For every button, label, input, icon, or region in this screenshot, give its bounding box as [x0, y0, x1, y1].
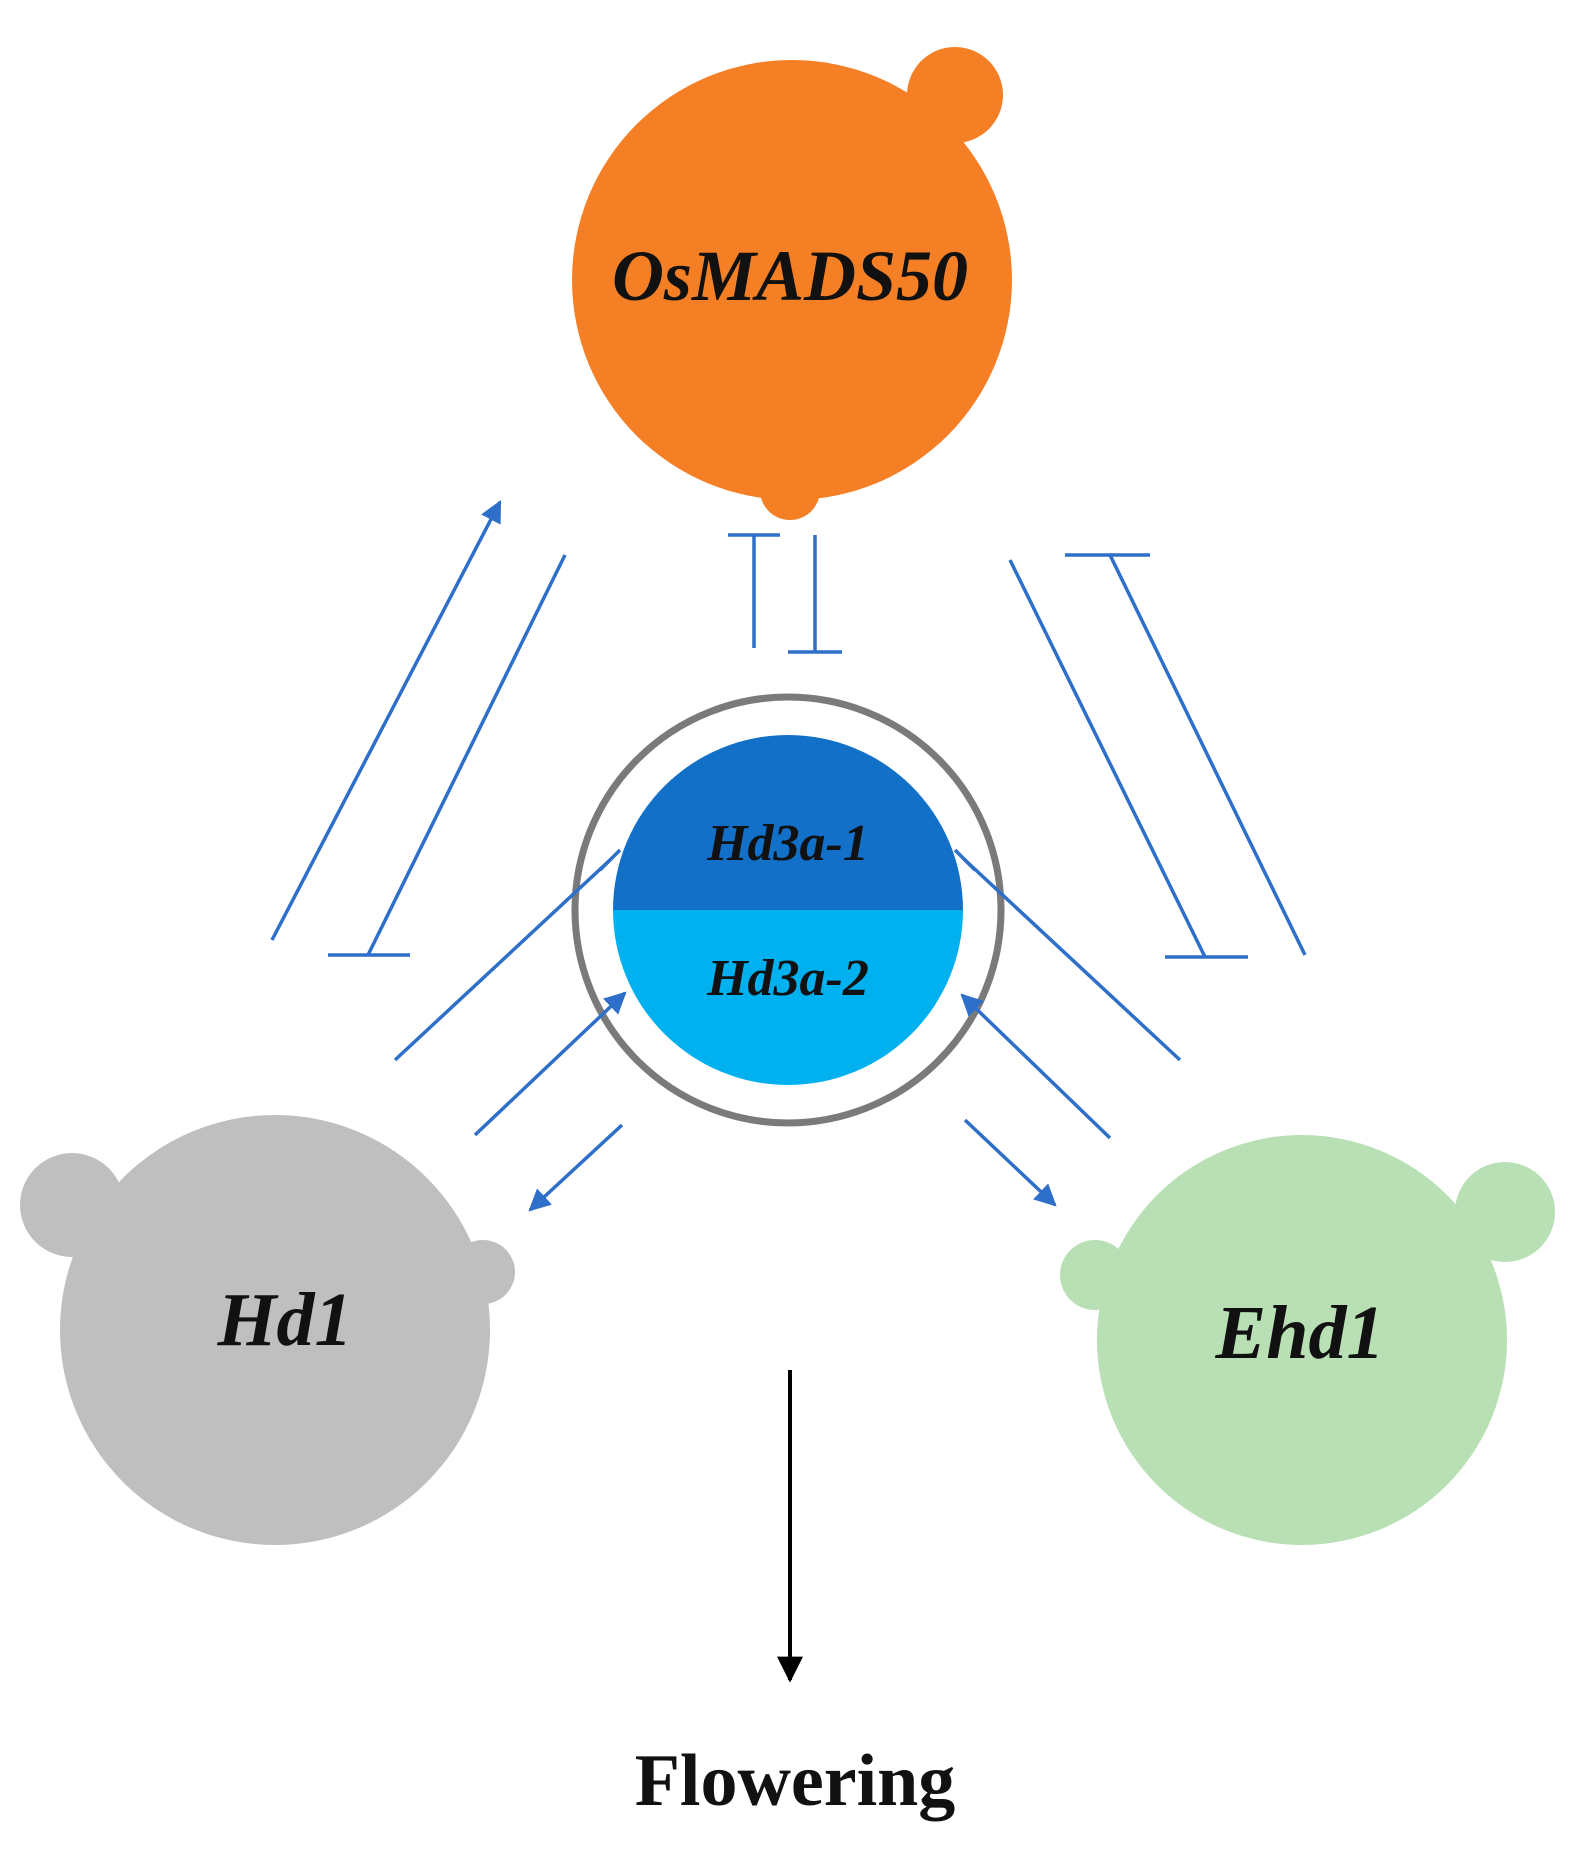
edge-hd3a-activates-ehd1	[963, 1118, 1057, 1207]
edge-osmads50-represses-hd1	[328, 554, 567, 957]
edge-hd1-activates-osmads50	[270, 500, 502, 941]
hd3a-node: Hd3a-1 Hd3a-2	[571, 693, 1005, 1127]
edge-ehd1-activates-hd3a-2	[960, 993, 1112, 1140]
edge-osmads50-represses-ehd1	[1008, 559, 1248, 959]
ehd1-bud-left	[1060, 1240, 1130, 1310]
edge-hd3a-activates-hd1	[528, 1123, 624, 1212]
hd1-bud-right	[451, 1240, 515, 1304]
edge-hd3a-represses-osmads50	[728, 533, 780, 648]
edge-osmads50-represses-hd3a	[788, 535, 842, 654]
ehd1-bud-right	[1455, 1162, 1555, 1262]
edge-hd1-represses-hd3a-1	[393, 848, 622, 1062]
hd1-label: Hd1	[216, 1278, 352, 1362]
hd3a-outer-ring	[571, 693, 1005, 1127]
osmads50-body	[572, 60, 1012, 500]
ehd1-body	[1097, 1135, 1507, 1545]
ehd1-node: Ehd1	[1060, 1135, 1555, 1545]
osmads50-label: OsMADS50	[612, 236, 968, 316]
ehd1-label: Ehd1	[1215, 1291, 1385, 1375]
osmads50-bud-top	[907, 47, 1003, 143]
edge-ehd1-represses-hd3a-1	[953, 848, 1182, 1062]
osmads50-bud-bottom	[760, 460, 820, 520]
hd1-node: Hd1	[20, 1115, 515, 1545]
hd3a-2-label: Hd3a-2	[706, 950, 869, 1007]
hd3a-1-label: Hd3a-1	[706, 815, 869, 872]
hd1-body	[60, 1115, 490, 1545]
hd1-bud-left	[20, 1153, 124, 1257]
edge-hd1-activates-hd3a-2	[473, 991, 627, 1137]
flowering-label: Flowering	[635, 1740, 956, 1822]
osmads50-node: OsMADS50	[572, 47, 1012, 520]
edge-ehd1-represses-osmads50	[1065, 553, 1307, 956]
